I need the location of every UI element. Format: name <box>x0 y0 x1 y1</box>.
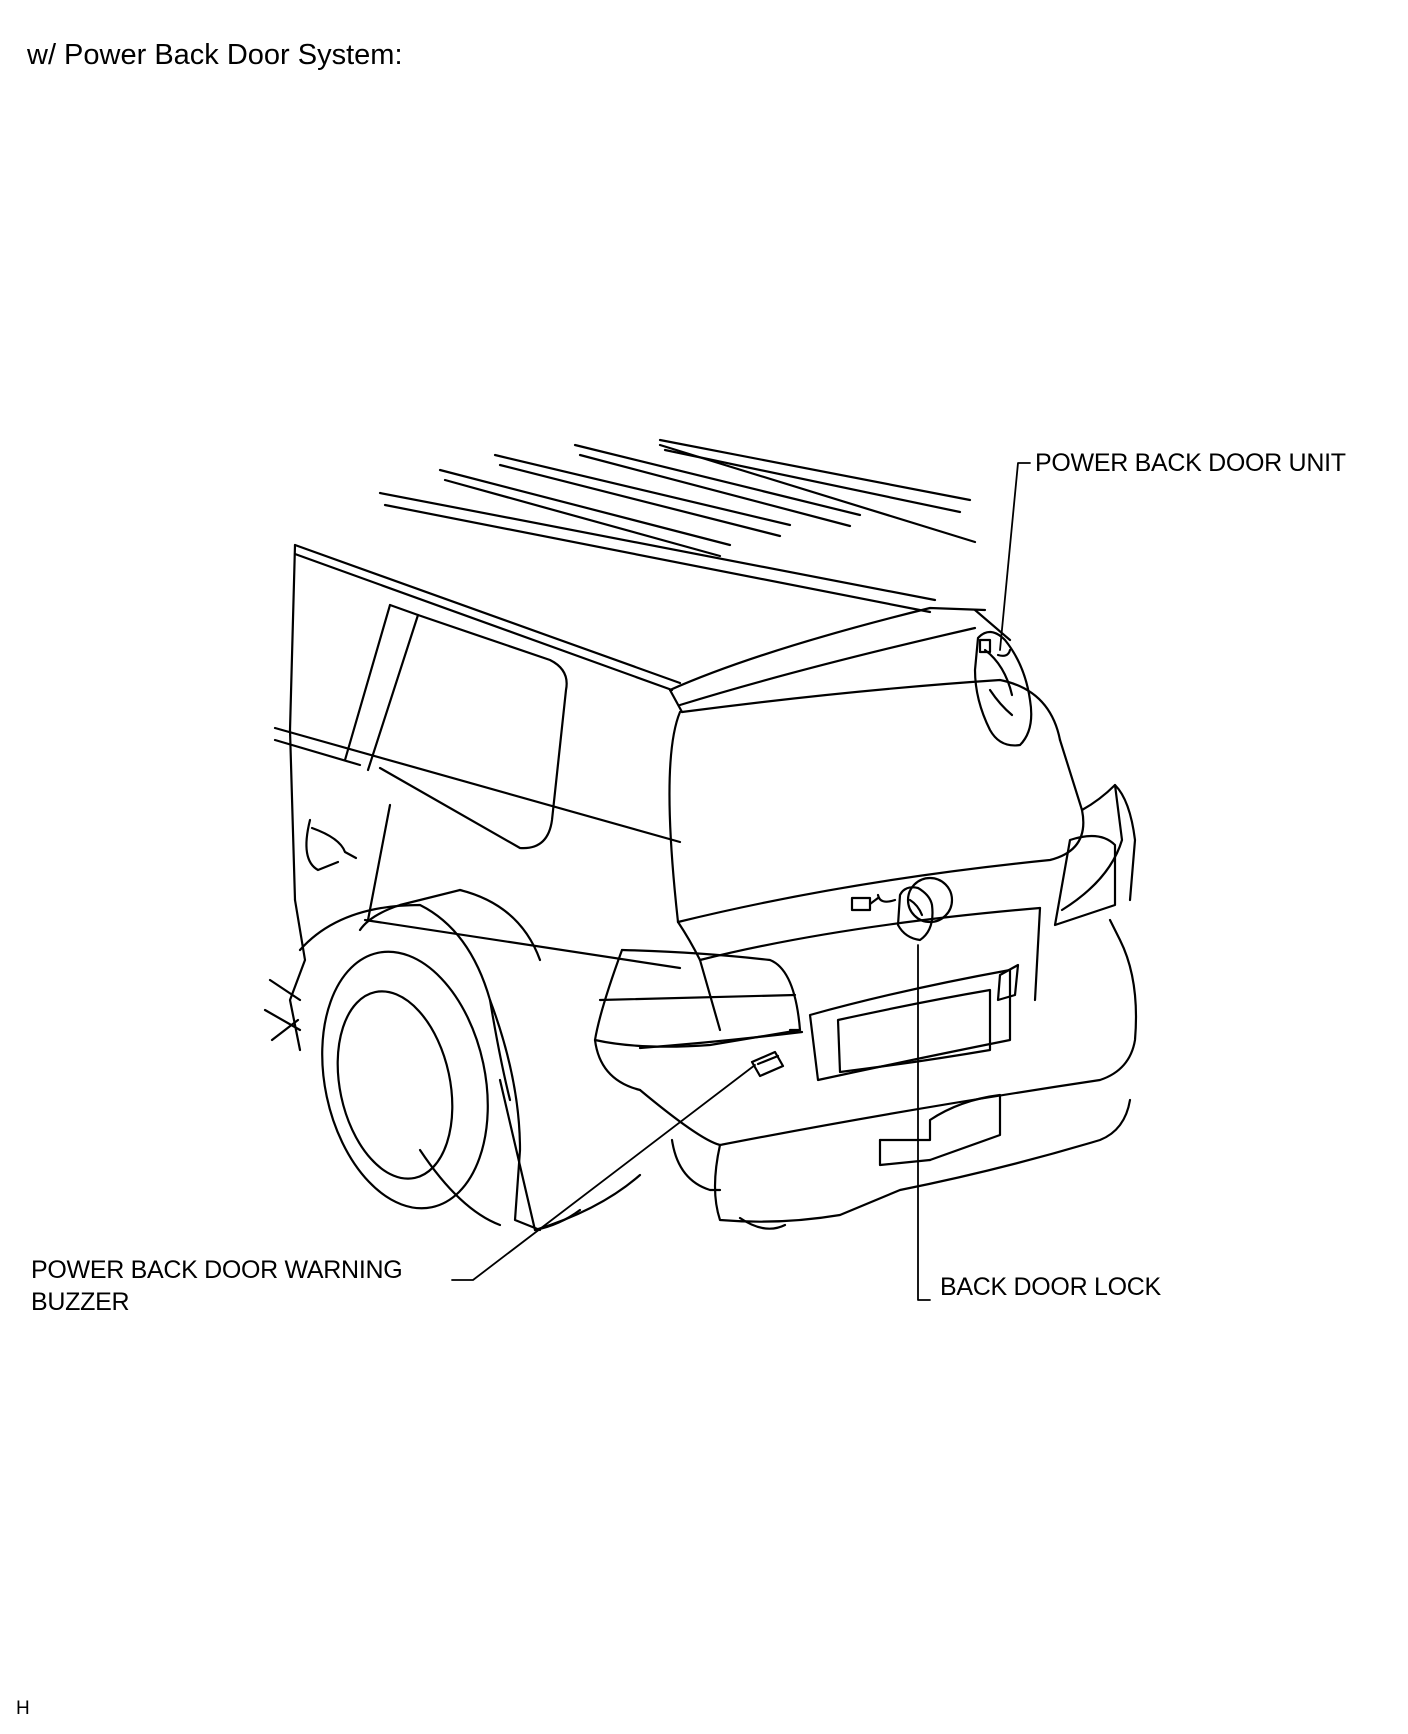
rear-spoiler <box>668 606 1012 714</box>
figure-code: H <box>16 1698 30 1719</box>
label-back-door-lock: BACK DOOR LOCK <box>940 1273 1161 1301</box>
leader-lines <box>451 462 1031 1301</box>
wheel-and-tire <box>263 903 642 1232</box>
label-power-back-door-warning-buzzer: POWER BACK DOOR WARNING BUZZER <box>31 1254 403 1318</box>
label-buzzer-line1: POWER BACK DOOR WARNING <box>31 1256 403 1284</box>
label-buzzer-line2: BUZZER <box>31 1288 130 1316</box>
power-back-door-unit-part <box>973 630 1033 747</box>
back-door-lock-part <box>850 876 954 942</box>
license-plate-recess <box>808 968 1012 1082</box>
left-tail-lamp <box>593 948 804 1050</box>
back-door-panel <box>676 783 1137 1032</box>
label-power-back-door-unit: POWER BACK DOOR UNIT <box>1035 449 1346 477</box>
roof-ribs <box>293 438 977 692</box>
page-title: w/ Power Back Door System: <box>27 39 403 71</box>
door-handle <box>305 818 358 872</box>
rear-bumper <box>593 918 1138 1230</box>
side-windows <box>343 603 568 922</box>
right-tail-lamp <box>996 834 1117 1002</box>
warning-buzzer-part <box>750 1050 785 1078</box>
rear-glass <box>668 678 1085 924</box>
